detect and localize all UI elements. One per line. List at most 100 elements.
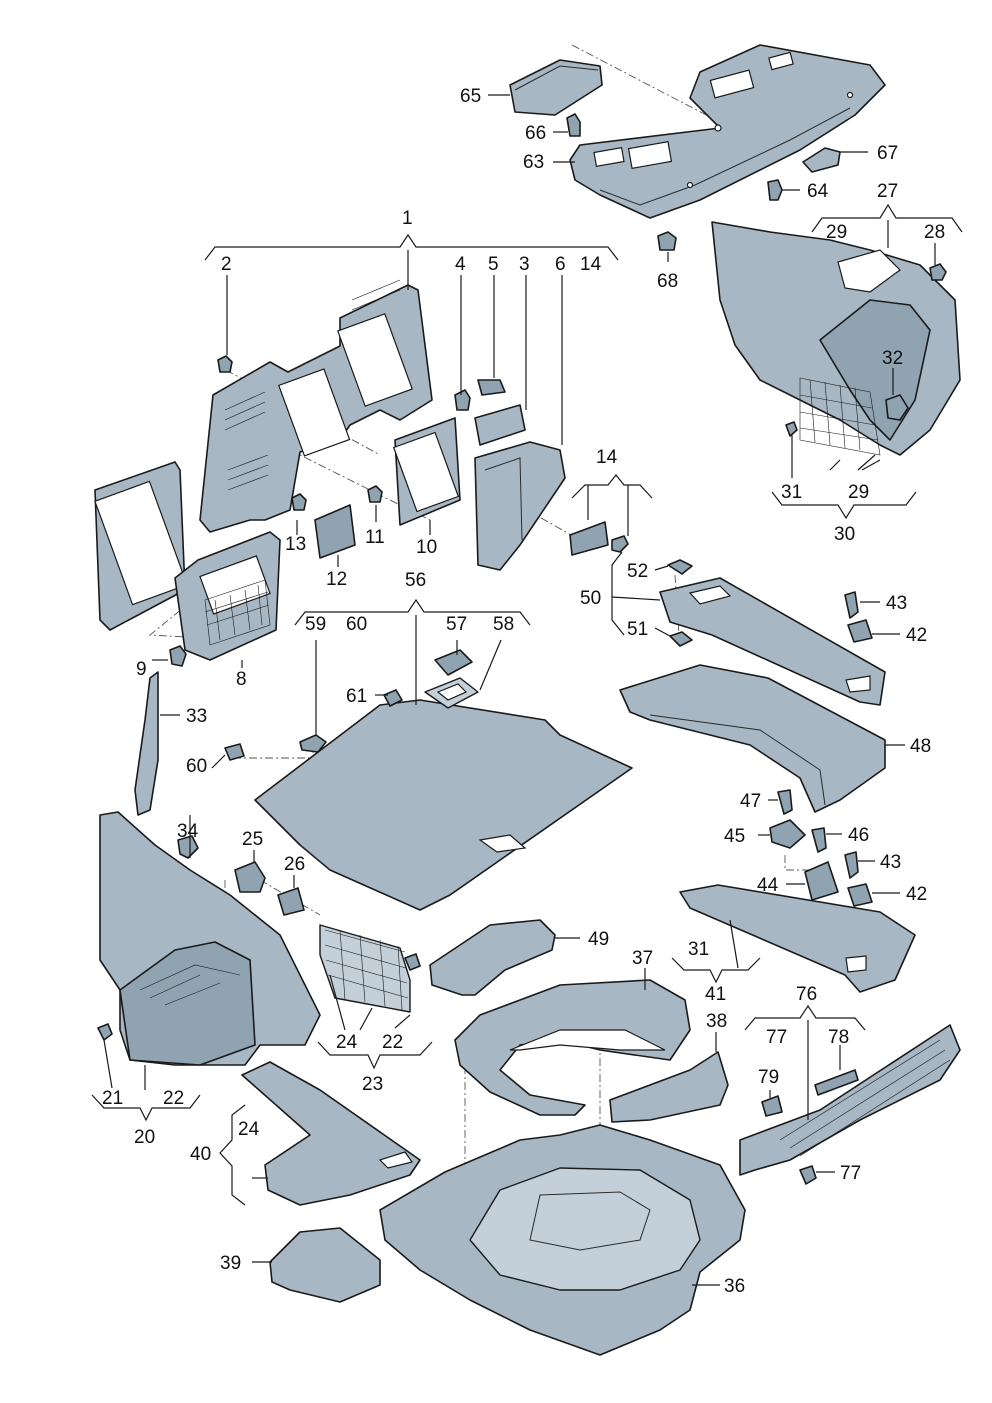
callout-27: 27 xyxy=(877,181,898,202)
callout-63: 63 xyxy=(523,152,544,173)
sill-trim-part-76 xyxy=(739,1024,961,1176)
clip-part-64 xyxy=(767,179,783,201)
callout-1: 1 xyxy=(402,208,413,229)
callout-60-left: 60 xyxy=(186,756,207,777)
callout-24-net: 24 xyxy=(336,1032,358,1053)
plug-part-5 xyxy=(477,379,506,396)
callout-33: 33 xyxy=(186,706,207,727)
socket-part-26 xyxy=(277,887,305,916)
box-part-39 xyxy=(269,1227,381,1303)
screw-part-46 xyxy=(811,827,827,853)
clip-part-42 xyxy=(847,619,873,643)
rear-shelf-assembly xyxy=(509,44,886,251)
callout-64: 64 xyxy=(807,181,829,202)
screw-part-14 xyxy=(611,535,629,553)
callout-34: 34 xyxy=(177,821,199,842)
left-storage-group xyxy=(97,811,421,1066)
callout-47: 47 xyxy=(740,791,761,812)
bracket-group xyxy=(134,671,199,859)
rail-part-50 xyxy=(659,577,886,706)
strip-part-78 xyxy=(814,1069,859,1096)
callout-22-left: 22 xyxy=(163,1088,184,1109)
callout-57: 57 xyxy=(446,614,467,635)
parcel-shelf-part-63 xyxy=(569,44,886,219)
callout-45: 45 xyxy=(724,826,745,847)
washer-part-51 xyxy=(669,631,693,647)
callout-14-top: 14 xyxy=(580,254,602,275)
leader-lines xyxy=(91,94,963,1286)
callout-41: 41 xyxy=(705,984,726,1005)
rail-part-41 xyxy=(679,884,916,993)
callout-68: 68 xyxy=(657,271,678,292)
callout-6: 6 xyxy=(555,254,566,275)
grommet-part-32 xyxy=(885,394,909,421)
callout-77-top: 77 xyxy=(766,1027,787,1048)
callout-61: 61 xyxy=(346,686,367,707)
backrest-trim-group xyxy=(199,279,629,571)
callout-28: 28 xyxy=(924,222,945,243)
callout-65: 65 xyxy=(460,86,481,107)
washer-part-52 xyxy=(667,559,693,575)
callout-8: 8 xyxy=(236,669,247,690)
clip-part-2 xyxy=(217,355,233,373)
storage-box-part-22 xyxy=(119,941,256,1066)
cover-part-49 xyxy=(429,919,556,996)
callout-4: 4 xyxy=(455,254,466,275)
foam-part-38 xyxy=(609,1051,729,1123)
callout-29-top: 29 xyxy=(826,222,847,243)
bracket-part-45 xyxy=(769,819,806,849)
callout-23: 23 xyxy=(362,1074,383,1095)
pad-part-3 xyxy=(474,404,526,446)
handle-part-57 xyxy=(434,649,473,676)
callout-2: 2 xyxy=(221,254,232,275)
screw-part-43b xyxy=(844,851,859,879)
callout-76: 76 xyxy=(796,984,817,1005)
callout-40: 40 xyxy=(190,1144,211,1165)
clip-part-21 xyxy=(97,1023,113,1041)
tray-group-40 xyxy=(241,1061,421,1206)
cover-part-12 xyxy=(314,504,356,559)
net-part-24 xyxy=(319,924,411,1013)
screw-part-47 xyxy=(777,789,793,815)
floor-panel-group xyxy=(224,649,633,911)
plate-part-14 xyxy=(569,521,609,556)
callout-58: 58 xyxy=(493,614,514,635)
tray-part-48 xyxy=(619,664,886,813)
hook-part-22 xyxy=(404,953,421,971)
callout-3: 3 xyxy=(519,254,530,275)
sill-trim-group xyxy=(739,1024,961,1185)
bracket-part-67 xyxy=(802,147,841,173)
callout-25: 25 xyxy=(242,829,263,850)
callout-labels: 1 2 3 4 5 6 14 8 9 10 11 12 13 14 20 21 … xyxy=(102,86,945,1297)
callout-43-bottom: 43 xyxy=(880,852,901,873)
spare-wheel-tub-group xyxy=(379,1124,746,1356)
callout-11: 11 xyxy=(365,527,385,548)
callout-43-top: 43 xyxy=(886,593,907,614)
callout-37: 37 xyxy=(632,948,653,969)
box-group-39 xyxy=(269,1227,381,1303)
callout-5: 5 xyxy=(488,254,499,275)
callout-31-net: 31 xyxy=(781,482,802,503)
clip-part-31 xyxy=(785,421,798,437)
callout-39: 39 xyxy=(220,1253,241,1274)
callout-46: 46 xyxy=(848,825,869,846)
screw-part-43 xyxy=(844,591,859,619)
callout-50: 50 xyxy=(580,588,601,609)
foam-insert-group xyxy=(454,979,729,1123)
bracket-part-44 xyxy=(804,861,839,901)
clip-part-13 xyxy=(291,493,307,511)
clip-part-28 xyxy=(929,263,947,281)
callout-12: 12 xyxy=(326,569,347,590)
clip-part-79 xyxy=(761,1095,783,1117)
callout-67: 67 xyxy=(877,143,898,164)
clip-part-77 xyxy=(799,1165,817,1185)
clip-part-61 xyxy=(383,689,403,707)
cover-group-49 xyxy=(429,919,556,996)
callout-42-top: 42 xyxy=(906,625,927,646)
callout-22-net: 22 xyxy=(382,1032,403,1053)
callout-10: 10 xyxy=(416,537,437,558)
callout-42-bottom: 42 xyxy=(906,884,927,905)
bracket-part-33 xyxy=(134,671,159,816)
pocket-part-6 xyxy=(474,441,566,571)
